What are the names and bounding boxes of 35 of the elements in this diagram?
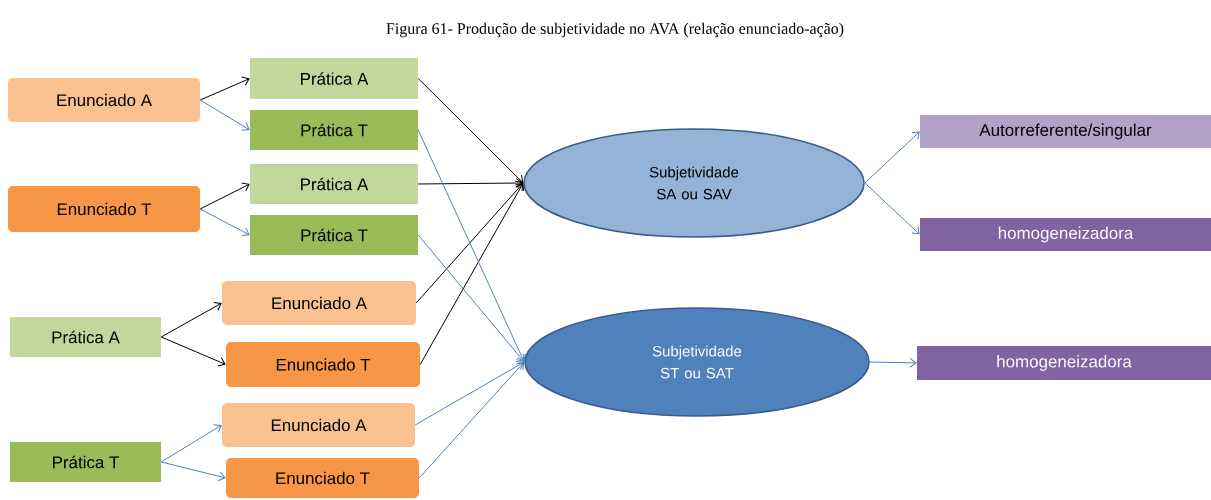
figure-title: Figura 61- Produção de subjetividade no AVA (relação enunciado-ação)	[386, 22, 844, 38]
arrow	[864, 182, 920, 235]
arrow	[417, 129, 526, 362]
arrow	[199, 208, 250, 237]
process-box: Enunciado T	[226, 458, 419, 498]
practice-box: Prática T	[250, 110, 418, 150]
process-box: Enunciado T	[226, 342, 420, 387]
arrow	[864, 131, 920, 184]
arrow	[199, 182, 250, 210]
result-box: Autorreferente/singular	[920, 115, 1211, 148]
process-box: Enunciado T	[8, 186, 200, 232]
practice-box: Prática A	[250, 164, 418, 204]
arrow	[415, 183, 524, 304]
arrow	[869, 357, 917, 368]
arrow	[160, 424, 222, 463]
arrow	[160, 461, 226, 482]
practice-box: Prática A	[10, 317, 161, 357]
practice-box: Prática A	[250, 58, 418, 99]
process-box: Enunciado A	[8, 78, 200, 122]
process-box: Enunciado A	[222, 403, 415, 447]
result-box: homogeneizadora	[917, 346, 1211, 380]
arrow	[160, 336, 226, 367]
arrow	[417, 234, 525, 362]
arrow	[418, 362, 525, 479]
arrow	[417, 178, 523, 189]
result-box: homogeneizadora	[920, 218, 1211, 251]
practice-box: Prática T	[250, 215, 418, 255]
arrow	[160, 301, 222, 338]
arrow	[419, 183, 525, 365]
arrow	[414, 361, 524, 426]
arrow	[417, 78, 524, 183]
arrow	[199, 99, 250, 131]
process-box: Enunciado A	[222, 281, 416, 325]
practice-box: Prática T	[10, 442, 161, 482]
arrow	[199, 76, 250, 101]
